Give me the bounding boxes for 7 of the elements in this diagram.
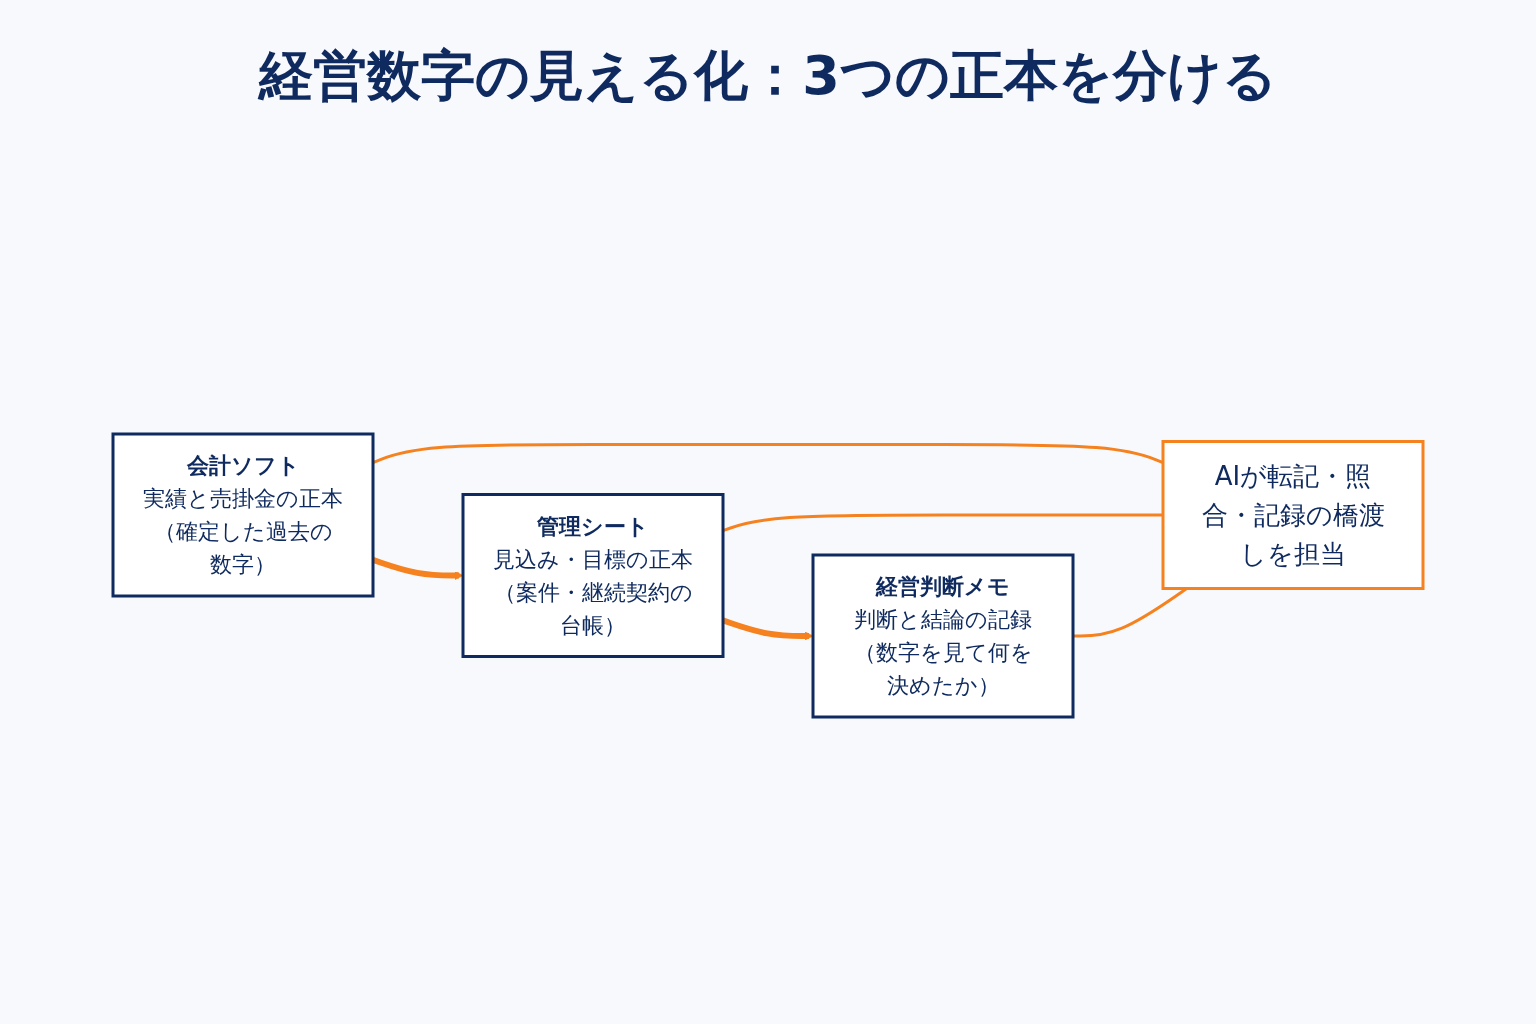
node-box: AIが転記・照合・記録の橋渡しを担当 bbox=[1161, 439, 1425, 590]
arrow bbox=[372, 556, 464, 580]
node-box: 会計ソフト 実績と売掛金の正本（確定した過去の数字） bbox=[111, 432, 375, 597]
node-box: 管理シート 見込み・目標の正本（案件・継続契約の台帳） bbox=[461, 492, 725, 658]
node-box: 経営判断メモ 判断と結論の記録（数字を見て何を決めたか） bbox=[811, 553, 1075, 718]
diagram-title: 経営数字の見える化：3つの正本を分ける bbox=[256, 43, 1278, 109]
arrow bbox=[722, 617, 814, 640]
